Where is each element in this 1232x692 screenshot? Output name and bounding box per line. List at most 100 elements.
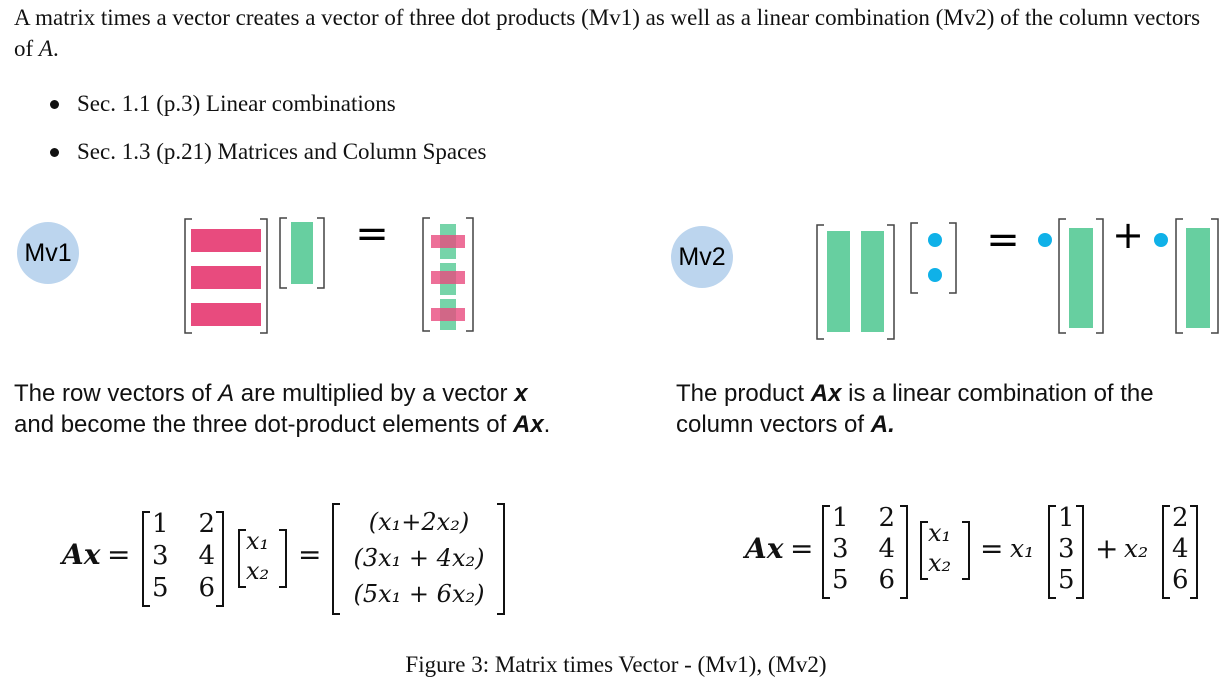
mv1-row-vector [191, 229, 261, 252]
mv2-term-1 [1058, 218, 1104, 334]
eq1-equals-2: = [298, 538, 322, 571]
desc-var: A. [870, 411, 895, 438]
eq2-coef-2: x₂ [1124, 534, 1149, 563]
column-cell: 3 [1058, 534, 1075, 564]
bullet-icon [50, 99, 59, 109]
matrix-cell: 4 [878, 534, 896, 564]
mv2-vector [910, 222, 957, 294]
matrix-cell: 4 [198, 541, 216, 571]
mv1-dot-product [431, 235, 465, 248]
eq2-equals: = [790, 532, 814, 565]
eq2-col-2: 2 4 6 [1172, 503, 1189, 596]
desc-text: . [543, 411, 551, 438]
mv1-dot-product [431, 271, 465, 284]
mv2-term-column [1186, 228, 1210, 328]
matrix-cell: 2 [878, 503, 896, 533]
section-list: Sec. 1.1 (p.3) Linear combinations Sec. … [50, 80, 486, 176]
matrix-cell: 6 [198, 573, 216, 603]
eq1-result: (x₁+2x₂) (3x₁ + 4x₂) (5x₁ + 6x₂) [340, 504, 498, 612]
mv2-matrix [816, 224, 895, 340]
eq-var: Ax [745, 532, 784, 565]
eq2-coef-1: x₁ [1010, 534, 1035, 563]
mv1-vector [279, 217, 325, 289]
eq-var: Ax [62, 538, 101, 571]
eq1-vector: x₁ x₂ [246, 526, 269, 586]
matrix-cell: 5 [832, 565, 849, 595]
result-cell: (5x₁ + 6x₂) [353, 580, 485, 608]
intro-text: A matrix times a vector creates a vector… [14, 5, 1201, 61]
result-cell: (3x₁ + 4x₂) [353, 544, 485, 572]
eq2-brackets [822, 505, 1198, 599]
vector-cell: x₂ [246, 557, 270, 585]
desc-text: are multiplied by a vector [234, 380, 515, 407]
mv2-scalar-dot [1154, 233, 1168, 247]
eq2-lhs: Ax [745, 532, 783, 565]
matrix-cell: 5 [152, 573, 169, 603]
figure-caption: Figure 3: Matrix times Vector - (Mv1), (… [405, 652, 827, 677]
matrix-cell: 1 [152, 509, 169, 539]
list-item: Sec. 1.3 (p.21) Matrices and Column Spac… [50, 128, 486, 176]
mv1-matrix [184, 218, 268, 334]
desc-var: A [218, 380, 235, 407]
eq2-plus: + [1095, 532, 1119, 565]
eq2-col-1: 1 3 5 [1058, 503, 1075, 596]
matrix-cell: 6 [878, 565, 896, 595]
column-cell: 6 [1172, 565, 1189, 595]
mv2-column-vector [827, 231, 850, 332]
mv2-scalar-dot [928, 233, 942, 247]
matrix-cell: 3 [832, 534, 849, 564]
mv1-result [422, 217, 474, 332]
mv1-row-vector [191, 266, 261, 289]
intro-paragraph: A matrix times a vector creates a vector… [14, 2, 1224, 64]
mv1-dot-product [431, 308, 465, 321]
mv2-label: Mv2 [678, 243, 725, 271]
vector-cell: x₂ [928, 549, 952, 577]
vector-cell: x₁ [928, 519, 952, 547]
desc-var: x [514, 380, 528, 407]
result-cell: (x₁+2x₂) [368, 508, 470, 536]
mv1-equals: = [355, 211, 389, 257]
mv2-plus: + [1112, 213, 1144, 257]
eq1-brackets [142, 503, 505, 615]
desc-text: column vectors of [676, 411, 871, 438]
eq2-vector: x₁ x₂ [928, 518, 951, 578]
mv2-equals: = [986, 217, 1020, 263]
mv2-term-column [1069, 228, 1093, 328]
matrix-cell: 1 [832, 503, 849, 533]
mv1-separator [440, 295, 456, 299]
bullet-text: Sec. 1.1 (p.3) Linear combinations [77, 91, 396, 116]
mv1-separator [440, 259, 456, 263]
desc-var: Ax [512, 411, 544, 438]
desc-text: The product [676, 380, 811, 407]
mv1-row-vector [191, 303, 261, 326]
bullet-text: Sec. 1.3 (p.21) Matrices and Column Spac… [77, 139, 487, 164]
desc-text: The row vectors of [14, 380, 219, 407]
intro-var-a: A [38, 36, 53, 61]
desc-var: Ax [810, 380, 842, 407]
eq1-equals: = [107, 538, 131, 571]
mv2-column-vector [861, 231, 884, 332]
desc-text: is a linear combination of the [841, 380, 1154, 407]
mv2-scalar-dot [1038, 233, 1052, 247]
mv1-description: The row vectors of A are multiplied by a… [14, 378, 634, 440]
desc-text: and become the three dot-product element… [14, 411, 513, 438]
eq2-equals-2: = [980, 532, 1004, 565]
mv1-badge [17, 222, 79, 284]
vector-cell: x₁ [246, 527, 270, 555]
column-cell: 5 [1058, 565, 1075, 595]
mv2-scalar-dot [928, 268, 942, 282]
intro-period: . [52, 36, 59, 61]
list-item: Sec. 1.1 (p.3) Linear combinations [50, 80, 486, 128]
eq1-lhs: Ax [62, 538, 100, 571]
matrix-cell: 2 [198, 509, 216, 539]
column-cell: 1 [1058, 503, 1075, 533]
mv2-description: The product Ax is a linear combination o… [676, 378, 1226, 440]
mv1-label: Mv1 [24, 239, 71, 267]
mv1-column-vector [291, 222, 313, 284]
mv2-term-2 [1175, 218, 1219, 334]
bullet-icon [50, 147, 59, 157]
matrix-cell: 3 [152, 541, 169, 571]
